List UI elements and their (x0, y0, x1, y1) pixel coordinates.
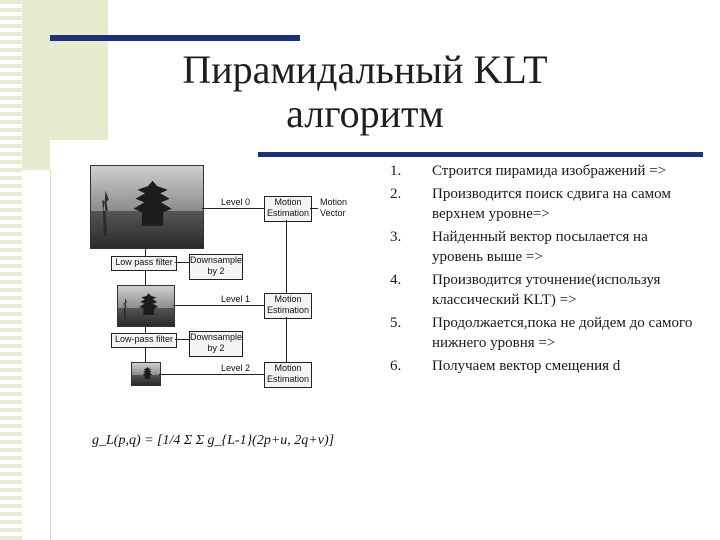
step-text: Найденный вектор посылается на уровень в… (432, 227, 700, 267)
low-pass-filter-box-2: Low-pass filter (111, 333, 177, 348)
step-number: 1. (390, 161, 432, 181)
step-text: Строится пирамида изображений => (432, 161, 700, 181)
pyramid-formula: g_L(p,q) = [1/4 Σ Σ g_{L-1}(2p+u, 2q+v)] (92, 433, 322, 469)
step-item: 1.Строится пирамида изображений => (390, 161, 700, 181)
title-line-1: Пирамидальный KLT (150, 48, 580, 92)
step-item: 2.Производится поиск сдвига на самом вер… (390, 184, 700, 224)
motion-estimation-box-1: Motion Estimation (264, 293, 312, 319)
top-rule (50, 35, 300, 41)
downsample-box-1: Downsample by 2 (189, 254, 243, 280)
step-item: 4.Производится уточнение(используя класс… (390, 270, 700, 310)
connector-line (202, 208, 264, 209)
connector-line (286, 317, 287, 362)
connector-line (286, 220, 287, 293)
step-text: Продолжается,пока не дойдем до самого ни… (432, 313, 700, 353)
low-pass-filter-box-1: Low pass filter (111, 256, 177, 271)
margin-line (50, 170, 51, 540)
connector-line (159, 374, 264, 375)
step-number: 6. (390, 356, 432, 376)
step-number: 3. (390, 227, 432, 267)
motion-estimation-box-2: Motion Estimation (264, 362, 312, 388)
steps-list: 1.Строится пирамида изображений => 2.Про… (390, 161, 700, 379)
level-0-label: Level 0 (221, 197, 250, 207)
motion-estimation-box-0: Motion Estimation (264, 196, 312, 222)
downsample-box-2: Downsample by 2 (189, 331, 243, 357)
slide-title: Пирамидальный KLT алгоритм (150, 48, 580, 136)
decorative-square-small (22, 140, 50, 170)
title-line-2: алгоритм (150, 92, 580, 136)
image-level-2 (131, 362, 161, 386)
connector-line (173, 305, 264, 306)
connector-line (175, 262, 189, 263)
connector-line (175, 339, 189, 340)
step-number: 4. (390, 270, 432, 310)
step-text: Получаем вектор смещения d (432, 356, 700, 376)
step-item: 3.Найденный вектор посылается на уровень… (390, 227, 700, 267)
step-text: Производится уточнение(используя классич… (432, 270, 700, 310)
motion-vector-label: Motion Vector (320, 197, 354, 219)
title-underline (258, 152, 703, 157)
decorative-square (22, 0, 108, 140)
level-2-label: Level 2 (221, 363, 250, 373)
image-level-1 (117, 285, 175, 327)
pyramid-diagram: Level 0 Level 1 Level 2 Motion Estimatio… (85, 160, 355, 460)
connector-line (310, 208, 318, 209)
step-item: 6.Получаем вектор смещения d (390, 356, 700, 376)
level-1-label: Level 1 (221, 294, 250, 304)
step-text: Производится поиск сдвига на самом верхн… (432, 184, 700, 224)
image-level-0 (90, 165, 204, 249)
step-number: 5. (390, 313, 432, 353)
decorative-stripes (0, 0, 22, 540)
step-item: 5.Продолжается,пока не дойдем до самого … (390, 313, 700, 353)
step-number: 2. (390, 184, 432, 224)
